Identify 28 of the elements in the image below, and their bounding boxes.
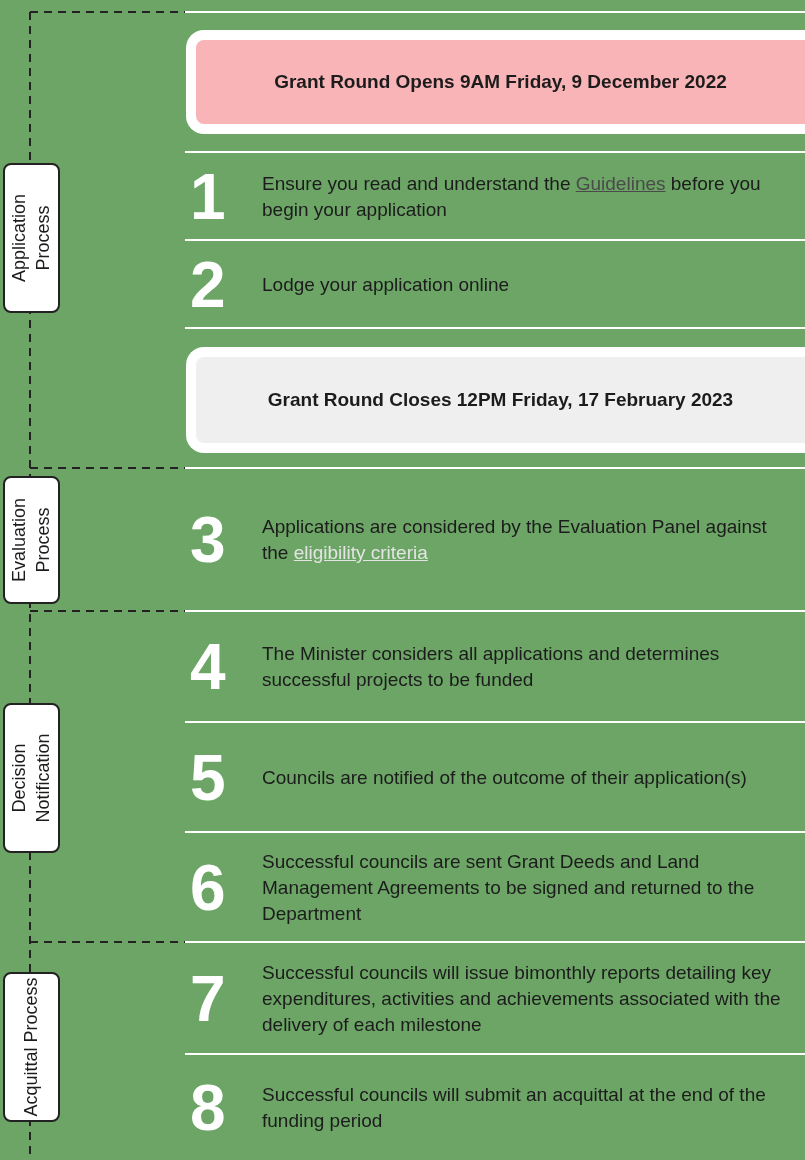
milestone-text: Grant Round Opens 9AM Friday, 9 December 2022 [274, 69, 727, 94]
phase-label-box [3, 163, 60, 313]
step-number: 4 [189, 635, 227, 699]
step-text: Successful councils will submit an acquittal at the end of the funding period [262, 1083, 766, 1131]
step-text: Lodge your application online [262, 273, 510, 295]
phase-label: Application Process [8, 193, 53, 283]
step-text: Ensure you read and understand the Guidelines before you begin your application [262, 172, 761, 220]
step-text: Councils are notified of the outcome of their application(s) [262, 766, 747, 788]
phase-label-box [3, 703, 60, 853]
phase-label-box [3, 476, 60, 604]
step-number: 2 [189, 252, 227, 317]
step-number: 5 [189, 745, 227, 810]
step-number: 3 [189, 508, 227, 572]
milestone-banner [186, 347, 805, 453]
phase-label: Decision Notification [8, 733, 53, 823]
phase-label: Acquittal Process [20, 977, 41, 1117]
phase-label-box [3, 972, 60, 1122]
milestone-text: Grant Round Closes 12PM Friday, 17 February 2023 [267, 387, 734, 412]
phase-label: Evaluation Process [8, 497, 53, 583]
step-number: 7 [189, 966, 227, 1031]
step-number: 1 [189, 164, 227, 229]
step-text: Applications are considered by the Evaluation Panel against the eligibility criteria [262, 516, 767, 563]
step-number: 6 [189, 855, 227, 920]
step-text: The Minister considers all applications and determines successful projects to be funded [262, 643, 720, 690]
step-text: Successful councils are sent Grant Deeds and Land Management Agreements to be signed and returned to the Department [262, 850, 755, 924]
step-text: Successful councils will issue bimonthly reports detailing key expenditures, activities and achievements associated with the delivery of each milestone [262, 961, 781, 1035]
milestone-banner [186, 30, 805, 134]
step-number: 8 [189, 1075, 227, 1140]
